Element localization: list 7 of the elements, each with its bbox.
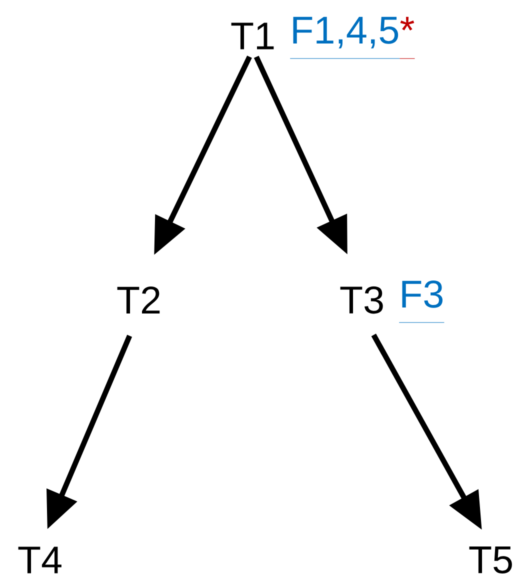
tree-node-label: T4 <box>18 546 62 574</box>
tree-node-label: T1 <box>231 22 274 50</box>
tree-node-label: T2 <box>117 286 160 314</box>
tree-node-label: T5 <box>469 546 512 574</box>
link-text: F1,4,5* <box>290 16 416 59</box>
link-text: F3 <box>398 280 444 323</box>
tree-node-label: T3 <box>340 286 383 314</box>
